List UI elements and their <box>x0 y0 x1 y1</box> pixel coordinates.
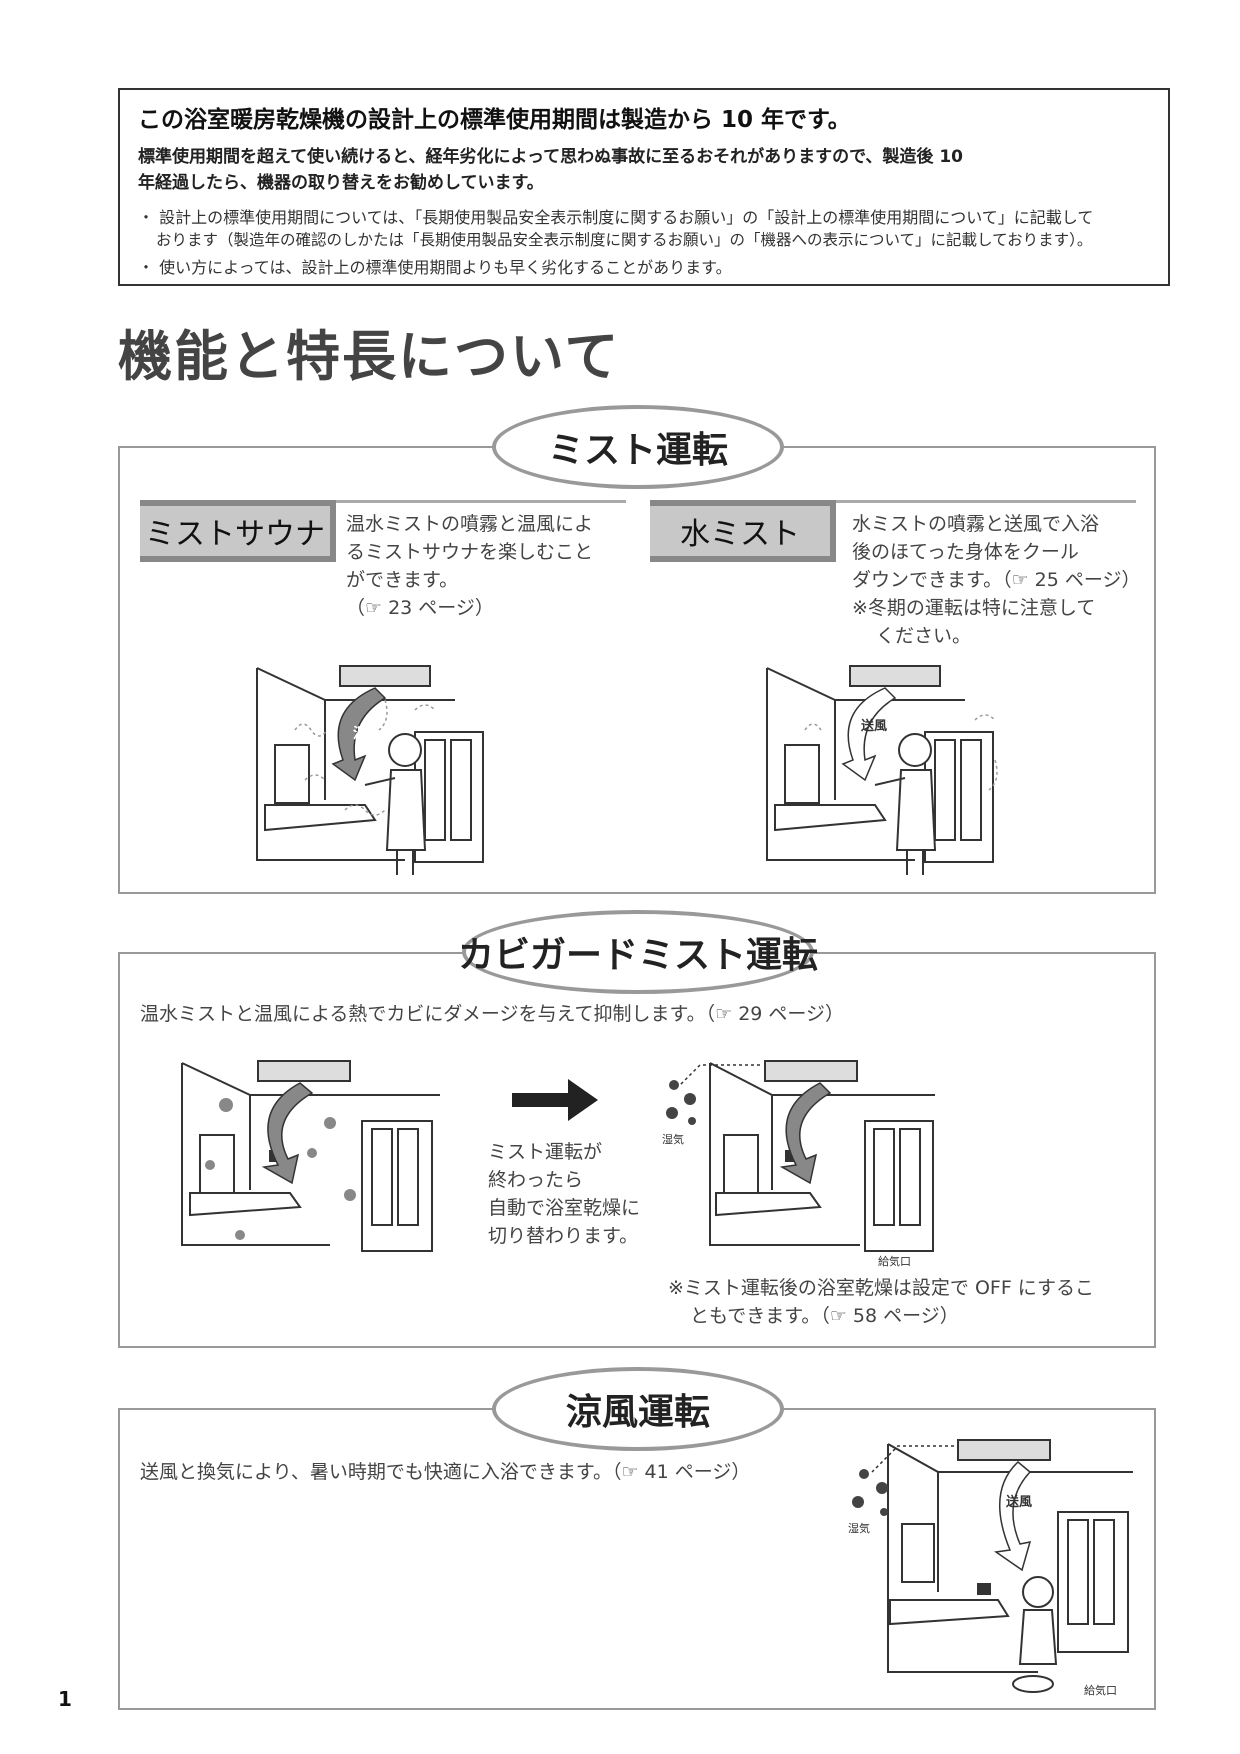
mold-spores <box>205 1098 356 1240</box>
mist-section-title: ミスト運転 <box>492 405 784 489</box>
kabi-step-line4: 切り替わります。 <box>488 1225 639 1247</box>
water-note-line1: ※冬期の運転は特に注意して <box>852 597 1096 619</box>
cool-air-arrow <box>994 1460 1032 1572</box>
water-mist-bathroom-illustration: 送風 <box>766 665 998 875</box>
kabi-step-line3: 自動で浴室乾燥に <box>488 1197 641 1219</box>
kabi-dry-illustration: 温風 湿気 給気口 <box>662 1060 935 1268</box>
water-rule <box>836 500 1136 503</box>
kabi-dry-airflow-label: 温風 <box>806 1127 834 1143</box>
mist-section-title-text: ミスト運転 <box>547 430 728 471</box>
kabi-airflow-label: 温風 <box>288 1127 316 1143</box>
kabi-mist-illustration: 温風 <box>181 1060 440 1252</box>
kabi-step-line1: ミスト運転が <box>488 1141 603 1163</box>
kabi-note-line1: ※ミスト運転後の浴室乾燥は設定で OFF にするこ <box>668 1277 1095 1299</box>
cool-section-title: 涼風運転 <box>492 1367 784 1451</box>
mist-water-label-text: 水ミスト <box>680 517 800 552</box>
mist-sauna-label-text: ミストサウナ <box>145 517 325 552</box>
sauna-rule <box>336 500 626 503</box>
sauna-page-ref: （☞ 23 ページ） <box>346 597 494 619</box>
sauna-desc-line1: 温水ミストの噴霧と温風によ <box>346 513 594 535</box>
sauna-airflow-label: 温風 <box>353 726 381 742</box>
cool-wind-illustration: 送風 湿気 給気口 <box>848 1439 1133 1697</box>
kabi-note-line2: ともできます。（☞ 58 ページ） <box>690 1305 959 1327</box>
cool-air-arrow <box>841 687 897 782</box>
kabi-section-title-text: カビガードミスト運転 <box>458 935 819 976</box>
notice-bullet1-line1: ・ 設計上の標準使用期間については、「長期使用製品安全表示制度に関するお願い」の… <box>138 208 1094 227</box>
kabi-desc: 温水ミストと温風による熱でカビにダメージを与えて抑制します。（☞ 29 ページ） <box>140 1003 845 1025</box>
humidity-dots <box>852 1469 888 1516</box>
exhaust-path <box>679 1064 760 1086</box>
intake-label: 給気口 <box>878 1254 911 1268</box>
sauna-topbar <box>140 500 336 506</box>
page-title: 機能と特長について <box>118 325 621 388</box>
notice-bullet2: ・ 使い方によっては、設計上の標準使用期間よりも早く劣化することがあります。 <box>138 258 732 277</box>
sauna-desc-line3: ができます。 <box>346 569 459 591</box>
humidity-dots <box>666 1080 696 1125</box>
person-figure <box>874 733 937 875</box>
intake-label: 給気口 <box>1084 1683 1117 1697</box>
water-desc-line2: 後のほてった身体をクール <box>852 541 1079 563</box>
sauna-bathroom-illustration: 温風 <box>256 665 484 875</box>
water-desc-line3: ダウンできます。（☞ 25 ページ） <box>852 569 1141 591</box>
notice-title: この浴室暖房乾燥機の設計上の標準使用期間は製造から 10 年です。 <box>138 107 851 133</box>
notice-bullet1-line2: おります（製造年の確認のしかたは「長期使用製品安全表示制度に関するお願い」の「機… <box>156 231 1093 249</box>
warm-air-arrow <box>331 687 387 782</box>
warm-air-arrow <box>261 1082 314 1185</box>
humidity-label: 湿気 <box>662 1132 684 1146</box>
water-airflow-label: 送風 <box>860 718 887 734</box>
kabi-section-title: カビガードミスト運転 <box>458 910 818 994</box>
humidity-label: 湿気 <box>848 1521 870 1535</box>
water-note-line2: ください。 <box>876 625 972 647</box>
kabi-step-line2: 終わったら <box>488 1169 584 1191</box>
water-topbar <box>650 500 836 506</box>
notice-box <box>118 88 1170 286</box>
notice-body-line2: 年経過したら、機器の取り替えをお勧めしています。 <box>138 173 544 193</box>
exhaust-path <box>871 1445 954 1473</box>
cool-section-title-text: 涼風運転 <box>565 1392 710 1433</box>
water-desc-line1: 水ミストの噴霧と送風で入浴 <box>852 513 1100 535</box>
warm-air-arrow <box>779 1082 832 1185</box>
sauna-desc-line2: るミストサウナを楽しむこと <box>346 541 594 563</box>
notice-body-line1: 標準使用期間を超えて使い続けると、経年劣化によって思わぬ事故に至るおそれがありま… <box>138 147 964 167</box>
page-number: 1 <box>58 1687 72 1711</box>
cool-airflow-label: 送風 <box>1005 1494 1032 1510</box>
mist-sauna-label: ミストサウナ <box>140 506 336 562</box>
person-figure <box>364 733 427 875</box>
mist-water-label: 水ミスト <box>650 506 836 562</box>
person-figure <box>1012 1576 1058 1693</box>
cool-desc: 送風と換気により、暑い時期でも快適に入浴できます。（☞ 41 ページ） <box>140 1461 751 1483</box>
next-step-arrow-icon <box>512 1079 598 1121</box>
